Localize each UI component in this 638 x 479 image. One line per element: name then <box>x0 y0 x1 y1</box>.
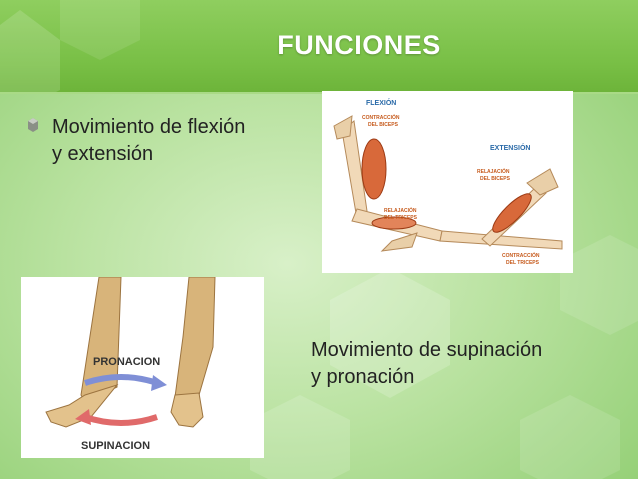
header-hexagon-pattern <box>0 0 140 92</box>
caption-text: Movimiento de supinación y pronación <box>311 337 611 391</box>
flexion-extension-image: FLEXIÓN EXTENSIÓN CONTRACCIÓN DEL BICEPS… <box>322 91 573 273</box>
label-pronacion: PRONACION <box>93 356 160 368</box>
slide-title: FUNCIONES <box>277 30 441 60</box>
arm-illustration: FLEXIÓN EXTENSIÓN CONTRACCIÓN DEL BICEPS… <box>333 98 563 266</box>
bullet-text-line-1: Movimiento de flexión <box>52 116 246 138</box>
title-bar <box>0 0 638 94</box>
label-flexion: FLEXIÓN <box>366 98 396 107</box>
label-contraction-biceps-2: DEL BICEPS <box>368 122 399 128</box>
label-relaxation-biceps-1: RELAJACIÓN <box>477 167 510 175</box>
label-supinacion: SUPINACION <box>81 440 150 452</box>
label-relaxation-triceps-1: RELAJACIÓN <box>384 206 417 214</box>
label-relaxation-biceps-2: DEL BICEPS <box>480 176 511 182</box>
bullet-text-line-2: y extensión <box>52 143 154 165</box>
forearm-illustration: PRONACION SUPINACION <box>45 276 216 452</box>
label-extension: EXTENSIÓN <box>490 143 530 152</box>
bullet-text: Movimiento de flexión y extensión <box>52 114 292 168</box>
label-contraction-triceps-2: DEL TRICEPS <box>506 260 540 266</box>
label-contraction-biceps-1: CONTRACCIÓN <box>362 113 400 121</box>
bullet-icon <box>28 118 38 132</box>
caption-line-2: y pronación <box>311 366 415 388</box>
label-relaxation-triceps-2: DEL TRICEPS <box>384 215 418 221</box>
caption-line-1: Movimiento de supinación <box>311 339 543 361</box>
pronation-supination-image: PRONACION SUPINACION <box>21 276 264 458</box>
label-contraction-triceps-1: CONTRACCIÓN <box>502 251 540 259</box>
